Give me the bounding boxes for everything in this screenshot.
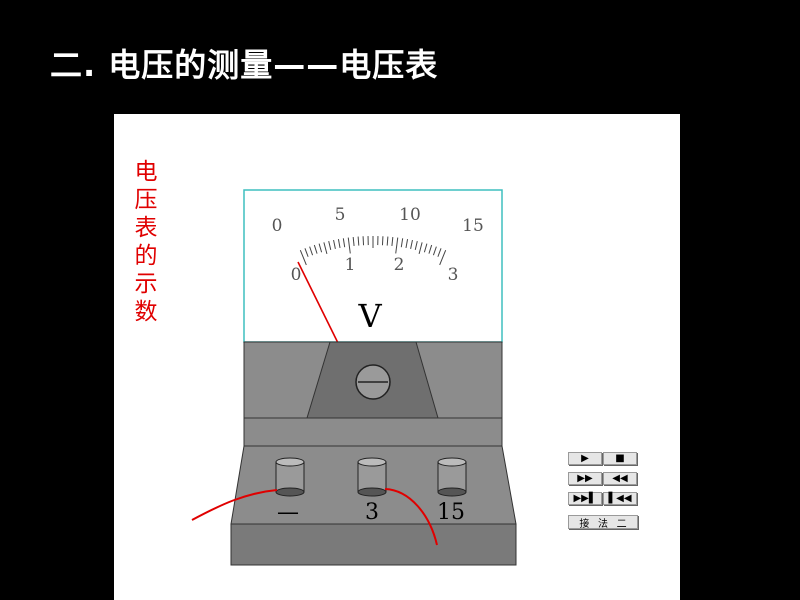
- play-icon: ▶: [581, 453, 589, 464]
- rewind-icon: ◀◀: [612, 473, 628, 484]
- scale-tick: [410, 239, 413, 249]
- scale-tick: [423, 243, 428, 253]
- scale-tick: [342, 238, 346, 248]
- scale-tick: [347, 237, 351, 254]
- play-button[interactable]: ▶: [568, 452, 602, 465]
- scale-tick: [333, 239, 336, 249]
- scale-tick: [395, 237, 399, 254]
- side-label-char: 压: [134, 187, 158, 213]
- rewind-button[interactable]: ◀◀: [603, 472, 637, 485]
- fast-forward-button[interactable]: ▶▶: [568, 472, 602, 485]
- scale-tick: [418, 242, 423, 255]
- terminal-3v[interactable]: [357, 457, 387, 497]
- skip-start-icon: ▌◀◀: [608, 493, 632, 504]
- terminal-negative[interactable]: [275, 457, 305, 497]
- skip-to-start-button[interactable]: ▌◀◀: [603, 492, 637, 505]
- side-label-char: 示: [134, 271, 158, 297]
- lower-scale-label: 3: [448, 265, 459, 285]
- upper-scale-label: 5: [335, 205, 346, 225]
- playback-row-2: ▶▶ ◀◀: [568, 472, 638, 486]
- scale-tick: [318, 243, 323, 253]
- stop-icon: ■: [615, 453, 625, 464]
- side-label: 电 压 表 的 示 数: [131, 158, 161, 326]
- unit-symbol: V: [357, 297, 382, 335]
- scale-tick: [437, 248, 442, 257]
- scale-tick: [299, 249, 307, 266]
- skip-end-icon: ▶▶▌: [573, 493, 597, 504]
- method-label-char: 接: [579, 518, 590, 530]
- scale-tick: [414, 241, 418, 251]
- terminal-label: 3: [365, 500, 379, 525]
- upper-scale-label: 10: [399, 205, 421, 225]
- scale-tick: [309, 246, 314, 256]
- terminal-label: —: [277, 500, 299, 525]
- scale-tick: [323, 242, 328, 255]
- fast-forward-icon: ▶▶: [577, 473, 593, 484]
- scale-tick: [328, 241, 332, 251]
- meter-base-front: [230, 523, 517, 566]
- scale-tick: [428, 244, 433, 254]
- side-label-char: 表: [134, 215, 158, 241]
- method-label-char: 二: [616, 518, 627, 530]
- playback-row-3: ▶▶▌ ▌◀◀: [568, 492, 638, 506]
- terminal-label: 15: [437, 500, 465, 525]
- scale-window: [243, 189, 503, 343]
- terminal-15v[interactable]: [437, 457, 467, 497]
- lower-scale-label: 1: [345, 255, 356, 275]
- wire-3v: [384, 488, 438, 546]
- wire-negative: [191, 489, 278, 521]
- scale-tick: [391, 236, 394, 247]
- scale-tick: [386, 236, 389, 246]
- meter-middle-band: [243, 417, 503, 447]
- method-two-button[interactable]: 接 法 二: [568, 515, 638, 530]
- scale-tick: [432, 246, 437, 256]
- side-label-char: 的: [134, 243, 158, 269]
- slide-title: 二. 电压的测量——电压表: [50, 46, 439, 84]
- needle: [297, 261, 339, 344]
- scale-tick: [439, 249, 447, 266]
- stop-button[interactable]: ■: [603, 452, 637, 465]
- side-label-char: 数: [134, 299, 158, 325]
- upper-scale-label: 15: [462, 216, 484, 236]
- scale-ticks: [299, 236, 447, 266]
- scale-tick: [400, 238, 404, 248]
- upper-scale-label: 0: [272, 216, 283, 236]
- method-label-char: 法: [597, 518, 608, 530]
- side-label-char: 电: [134, 159, 158, 185]
- scale-tick: [405, 239, 409, 249]
- scale-tick: [357, 236, 360, 246]
- scale-tick: [304, 248, 309, 257]
- scale-tick: [352, 236, 355, 247]
- scale-tick: [337, 239, 341, 249]
- lower-scale-label: 0: [291, 265, 302, 285]
- skip-to-end-button[interactable]: ▶▶▌: [568, 492, 602, 505]
- lower-scale-label: 2: [394, 255, 405, 275]
- playback-row-1: ▶ ■: [568, 452, 638, 466]
- scale-tick: [313, 244, 318, 254]
